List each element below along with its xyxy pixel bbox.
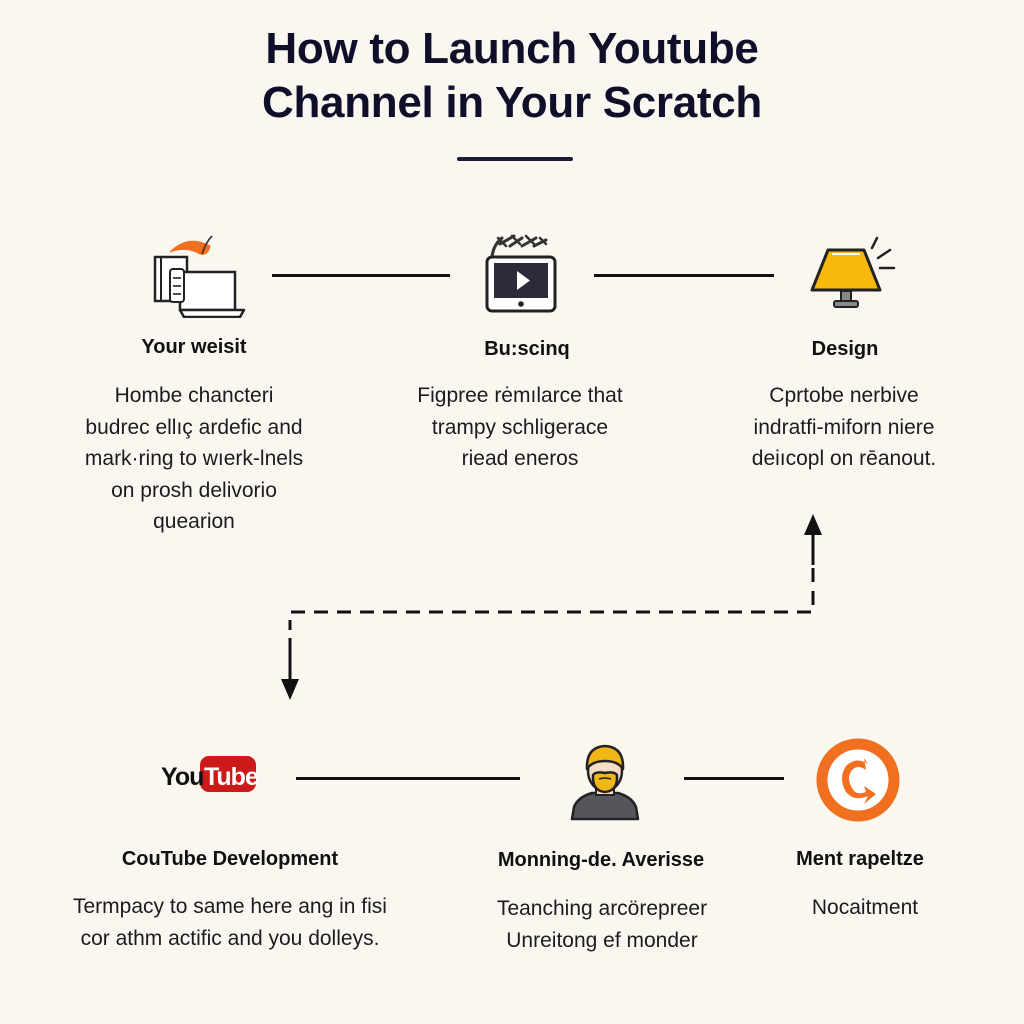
step-description-monning: Teanching arcörepreer Unreitong ef monde… [496, 897, 708, 952]
connector-line-2-3 [594, 274, 774, 277]
bearded-person-avatar-icon [568, 741, 642, 821]
lamp-icon [808, 236, 900, 312]
step-description-ment: Nocaitment [811, 896, 919, 919]
step-description-youtube-development: Termpacy to same here ang in fisi cor at… [73, 895, 387, 950]
step-title-busing: Bu:scinq [484, 338, 570, 360]
youtube-logo-icon: You Tube [160, 755, 258, 795]
connector-line-5-6 [684, 777, 784, 780]
step-title-design: Design [811, 338, 879, 360]
title-line-2: Channel in Your Scratch [261, 78, 763, 127]
youtube-logo-you: You [161, 763, 203, 791]
connector-line-1-2 [272, 274, 450, 277]
laptop-with-orange-leaf-icon [150, 232, 250, 318]
dashed-elbow-arrow-connector [270, 505, 830, 705]
title-line-1: How to Launch Youtube [265, 24, 759, 73]
step-description-website: Hombe chancteri budrec ellıç ardefic and… [84, 384, 304, 533]
title-underline-divider [457, 157, 573, 161]
youtube-logo-tube: Tube [204, 763, 258, 791]
step-title-ment: Ment rapeltze [796, 848, 924, 870]
step-title-website: Your weisit [141, 336, 247, 358]
video-player-screen-icon [484, 232, 560, 314]
step-description-busing: Figpree rėmılarce that trampy schligerac… [417, 384, 623, 470]
orange-circular-c-icon [816, 738, 900, 822]
step-title-monning: Monning-de. Averisse [497, 849, 705, 871]
connector-line-4-5 [296, 777, 520, 780]
page-title: How to Launch Youtube Channel in Your Sc… [0, 22, 1024, 130]
step-title-youtube-development: CouTube Development [121, 848, 339, 870]
step-description-design: Cprtobe nerbive indratfi-miforn niere de… [751, 384, 937, 470]
